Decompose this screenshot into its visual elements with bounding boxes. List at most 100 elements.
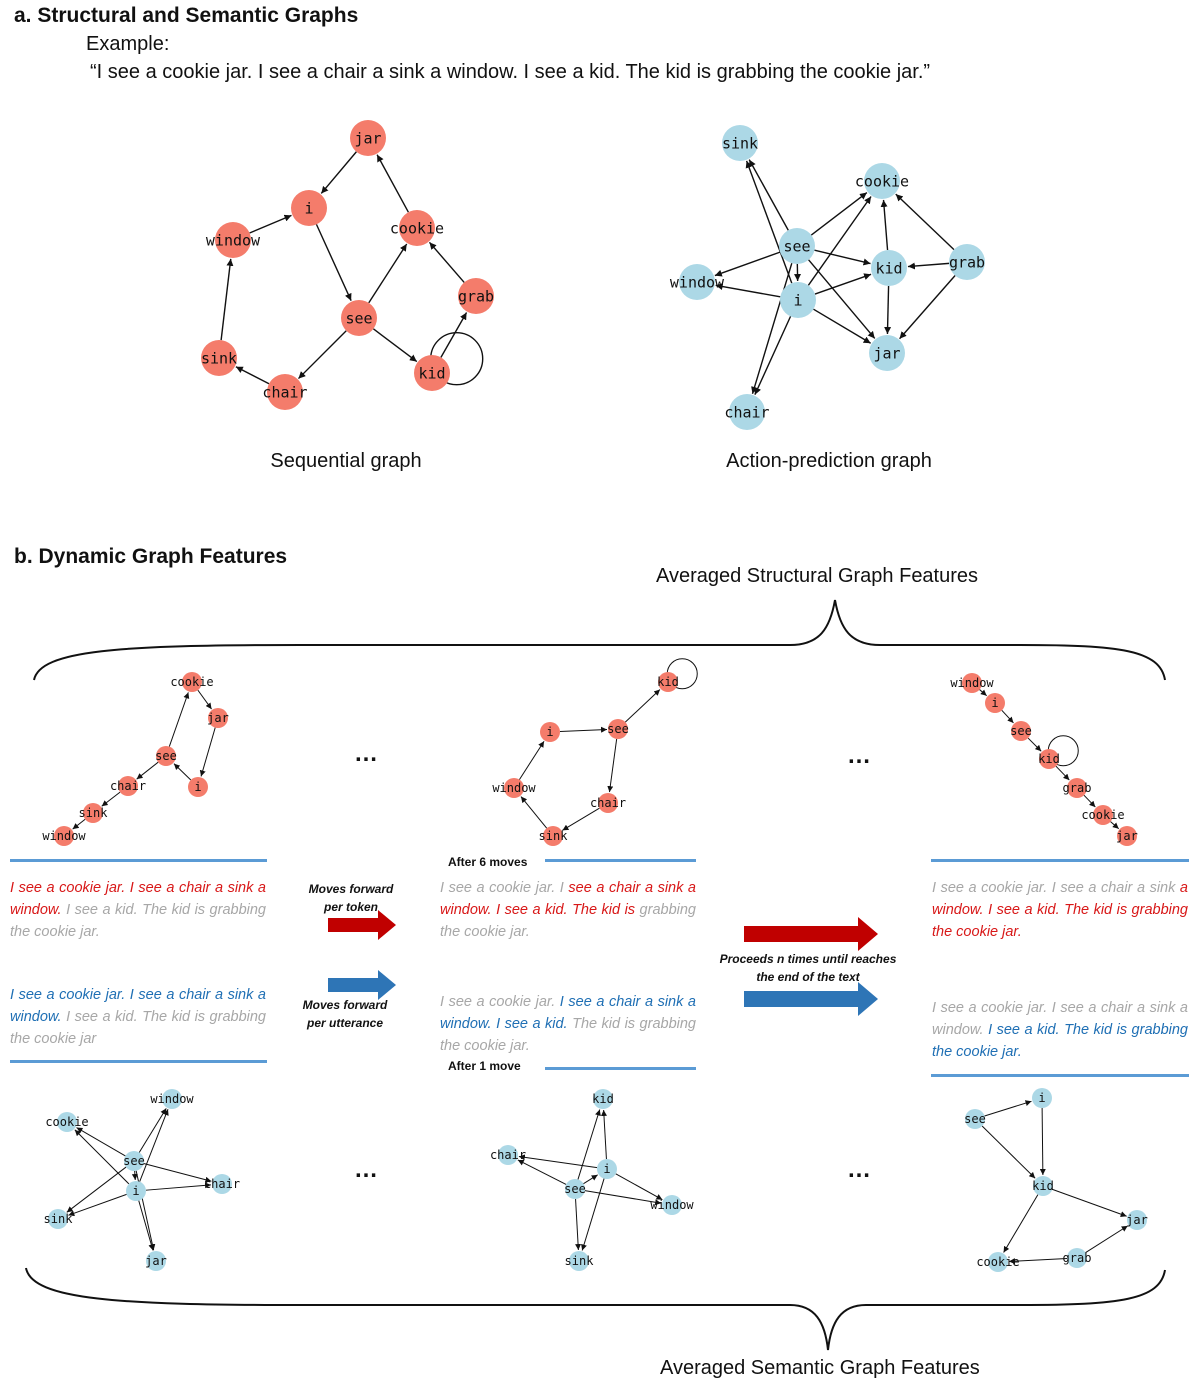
node-label-see: see bbox=[964, 1112, 986, 1126]
node-i bbox=[985, 693, 1005, 713]
edge-see-to-window bbox=[714, 251, 781, 277]
edge-see-to-chair bbox=[517, 1159, 567, 1185]
node-label-i: i bbox=[132, 1184, 139, 1198]
edge-kid-to-cookie bbox=[1003, 1194, 1039, 1253]
node-kid bbox=[658, 672, 678, 692]
edge-kid-to-jar bbox=[884, 285, 892, 335]
edge-i-to-window bbox=[615, 1173, 663, 1201]
edge-see-to-cookie bbox=[810, 191, 868, 236]
node-kid bbox=[1033, 1176, 1053, 1196]
edge-kid-to-jar bbox=[1052, 1188, 1127, 1218]
example-label: Example: bbox=[86, 33, 170, 55]
label-proceed: Proceeds n times until reaches the end o… bbox=[719, 952, 897, 984]
rule-col1-bottom bbox=[10, 1060, 267, 1063]
edge-i-to-kid bbox=[1039, 1107, 1046, 1176]
edge-kid-to-grab bbox=[1055, 765, 1070, 781]
edge-see-to-chair bbox=[751, 263, 793, 395]
node-label-grab: grab bbox=[458, 287, 494, 305]
node-label-kid: kid bbox=[1032, 1179, 1054, 1193]
node-i bbox=[188, 777, 208, 797]
edge-i-to-jar bbox=[813, 308, 872, 344]
node-label-sink: sink bbox=[722, 134, 758, 152]
node-label-jar: jar bbox=[1126, 1213, 1148, 1227]
edge-grab-to-cookie bbox=[1083, 794, 1096, 808]
node-sink bbox=[48, 1209, 68, 1229]
edge-kid-to-grab bbox=[440, 312, 468, 358]
edge-see-to-i bbox=[984, 1100, 1032, 1117]
node-cookie bbox=[399, 210, 435, 246]
node-grab bbox=[1067, 778, 1087, 798]
node-label-see: see bbox=[607, 722, 629, 736]
section-b-title: b. Dynamic Graph Features bbox=[14, 545, 288, 568]
edge-window-to-i bbox=[249, 214, 292, 234]
text-col1-token: I see a cookie jar. I see a chair a sink… bbox=[10, 880, 266, 940]
node-label-see: see bbox=[564, 1182, 586, 1196]
edge-see-to-cookie bbox=[368, 243, 408, 304]
node-window bbox=[679, 264, 715, 300]
node-label-i: i bbox=[603, 1162, 610, 1176]
node-label-i: i bbox=[793, 291, 802, 309]
node-cookie bbox=[57, 1112, 77, 1132]
node-sink bbox=[569, 1251, 589, 1271]
node-sink bbox=[83, 803, 103, 823]
node-label-cookie: cookie bbox=[855, 172, 909, 190]
node-grab bbox=[458, 278, 494, 314]
node-label-i: i bbox=[304, 199, 313, 217]
edge-sink-to-window bbox=[220, 258, 234, 341]
node-chair bbox=[212, 1174, 232, 1194]
rule-col3-top bbox=[931, 859, 1189, 862]
node-jar bbox=[1127, 1210, 1147, 1230]
after-1-move-label: After 1 move bbox=[448, 1059, 521, 1073]
node-jar bbox=[208, 708, 228, 728]
node-label-window: window bbox=[950, 676, 994, 690]
node-jar bbox=[146, 1251, 166, 1271]
node-label-chair: chair bbox=[490, 1148, 526, 1162]
edge-i-to-see bbox=[1001, 709, 1014, 724]
node-chair bbox=[118, 776, 138, 796]
edge-i-to-kid bbox=[600, 1109, 607, 1160]
node-jar bbox=[869, 335, 905, 371]
node-label-jar: jar bbox=[207, 711, 229, 725]
node-label-kid: kid bbox=[418, 364, 445, 382]
edge-see-to-i bbox=[131, 1170, 138, 1181]
edge-i-to-see bbox=[559, 726, 608, 733]
node-see bbox=[341, 300, 377, 336]
rule-col1-top bbox=[10, 859, 267, 862]
node-label-see: see bbox=[123, 1154, 145, 1168]
node-label-chair: chair bbox=[590, 796, 626, 810]
edge-grab-to-cookie bbox=[1008, 1258, 1068, 1265]
edge-cookie-to-jar bbox=[376, 154, 410, 213]
edge-i-to-window bbox=[715, 283, 781, 298]
node-label-cookie: cookie bbox=[1081, 808, 1124, 822]
node-see bbox=[124, 1151, 144, 1171]
node-i bbox=[540, 722, 560, 742]
edge-cookie-to-jar bbox=[1110, 821, 1120, 830]
label-per-utterance: Moves forward per utterance bbox=[302, 998, 388, 1030]
edge-see-to-window bbox=[138, 1108, 167, 1153]
edge-jar-to-i bbox=[199, 727, 216, 777]
node-label-grab: grab bbox=[949, 253, 985, 271]
node-see bbox=[608, 719, 628, 739]
node-label-jar: jar bbox=[873, 344, 900, 362]
node-sink bbox=[543, 826, 563, 846]
edge-see-to-kid bbox=[1027, 737, 1042, 752]
node-label-window: window bbox=[150, 1092, 194, 1106]
edge-see-to-kid bbox=[372, 328, 418, 363]
node-window bbox=[54, 826, 74, 846]
node-label-chair: chair bbox=[204, 1177, 240, 1191]
node-see bbox=[156, 746, 176, 766]
top-brace bbox=[33, 599, 1166, 681]
edge-see-to-kid bbox=[624, 689, 661, 723]
edge-kid-to-cookie bbox=[880, 199, 889, 251]
node-label-i: i bbox=[194, 780, 201, 794]
rule-col2-top bbox=[545, 859, 696, 862]
edge-window-to-i bbox=[979, 689, 988, 697]
edge-grab-to-jar bbox=[1085, 1225, 1128, 1254]
node-label-sink: sink bbox=[79, 806, 109, 820]
node-label-jar: jar bbox=[1116, 829, 1138, 843]
node-label-jar: jar bbox=[145, 1254, 167, 1268]
